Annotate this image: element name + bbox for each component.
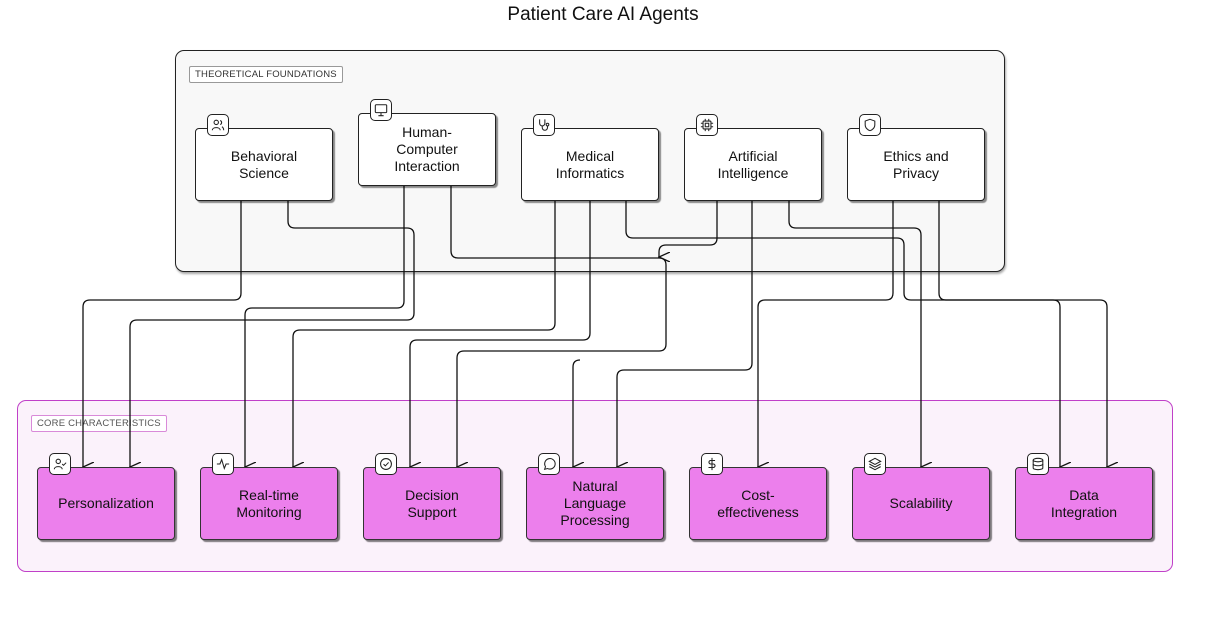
message-icon — [538, 453, 560, 475]
node-human-computer-interaction: Human- Computer Interaction — [358, 113, 496, 186]
edge-behavioral-personalization — [83, 201, 242, 467]
node-real-time-monitoring: Real-time Monitoring — [200, 467, 338, 540]
theoretical-foundations-label: THEORETICAL FOUNDATIONS — [189, 66, 343, 83]
node-artificial-intelligence: Artificial Intelligence — [684, 128, 822, 201]
shield-icon — [859, 114, 881, 136]
node-scalability: Scalability — [852, 467, 990, 540]
layers-icon — [864, 453, 886, 475]
edge-hci-nlp — [450, 186, 667, 467]
edge-ethics-cost — [758, 201, 894, 467]
node-data-integration: Data Integration — [1015, 467, 1153, 540]
user-check-icon — [49, 453, 71, 475]
node-natural-language-processing: Natural Language Processing — [526, 467, 664, 540]
node-personalization: Personalization — [37, 467, 175, 540]
stethoscope-icon — [533, 114, 555, 136]
edge-ethics-data — [938, 201, 1107, 467]
edge-ai-scalability — [788, 201, 921, 467]
activity-icon — [212, 453, 234, 475]
edge-medical-decision — [410, 201, 591, 467]
edge-behavioral-realtime — [130, 201, 415, 467]
edge-ai-decision — [659, 201, 718, 257]
edge-medical-realtime — [293, 201, 556, 467]
node-decision-support: Decision Support — [363, 467, 501, 540]
node-behavioral-science: Behavioral Science — [195, 128, 333, 201]
database-icon — [1027, 453, 1049, 475]
cpu-icon — [696, 114, 718, 136]
node-cost-effectiveness: Cost- effectiveness — [689, 467, 827, 540]
node-ethics-and-privacy: Ethics and Privacy — [847, 128, 985, 201]
edge-ai-nlp — [617, 201, 753, 467]
edge-medical-data — [625, 201, 1060, 467]
dollar-icon — [701, 453, 723, 475]
edge-hci-personalization — [245, 186, 405, 467]
monitor-icon — [370, 99, 392, 121]
core-characteristics-label: CORE CHARACTERISTICS — [31, 415, 167, 432]
node-medical-informatics: Medical Informatics — [521, 128, 659, 201]
users-icon — [207, 114, 229, 136]
edge-hci-nlp-lower — [573, 359, 580, 467]
check-circle-icon — [375, 453, 397, 475]
diagram-title: Patient Care AI Agents — [507, 4, 699, 25]
